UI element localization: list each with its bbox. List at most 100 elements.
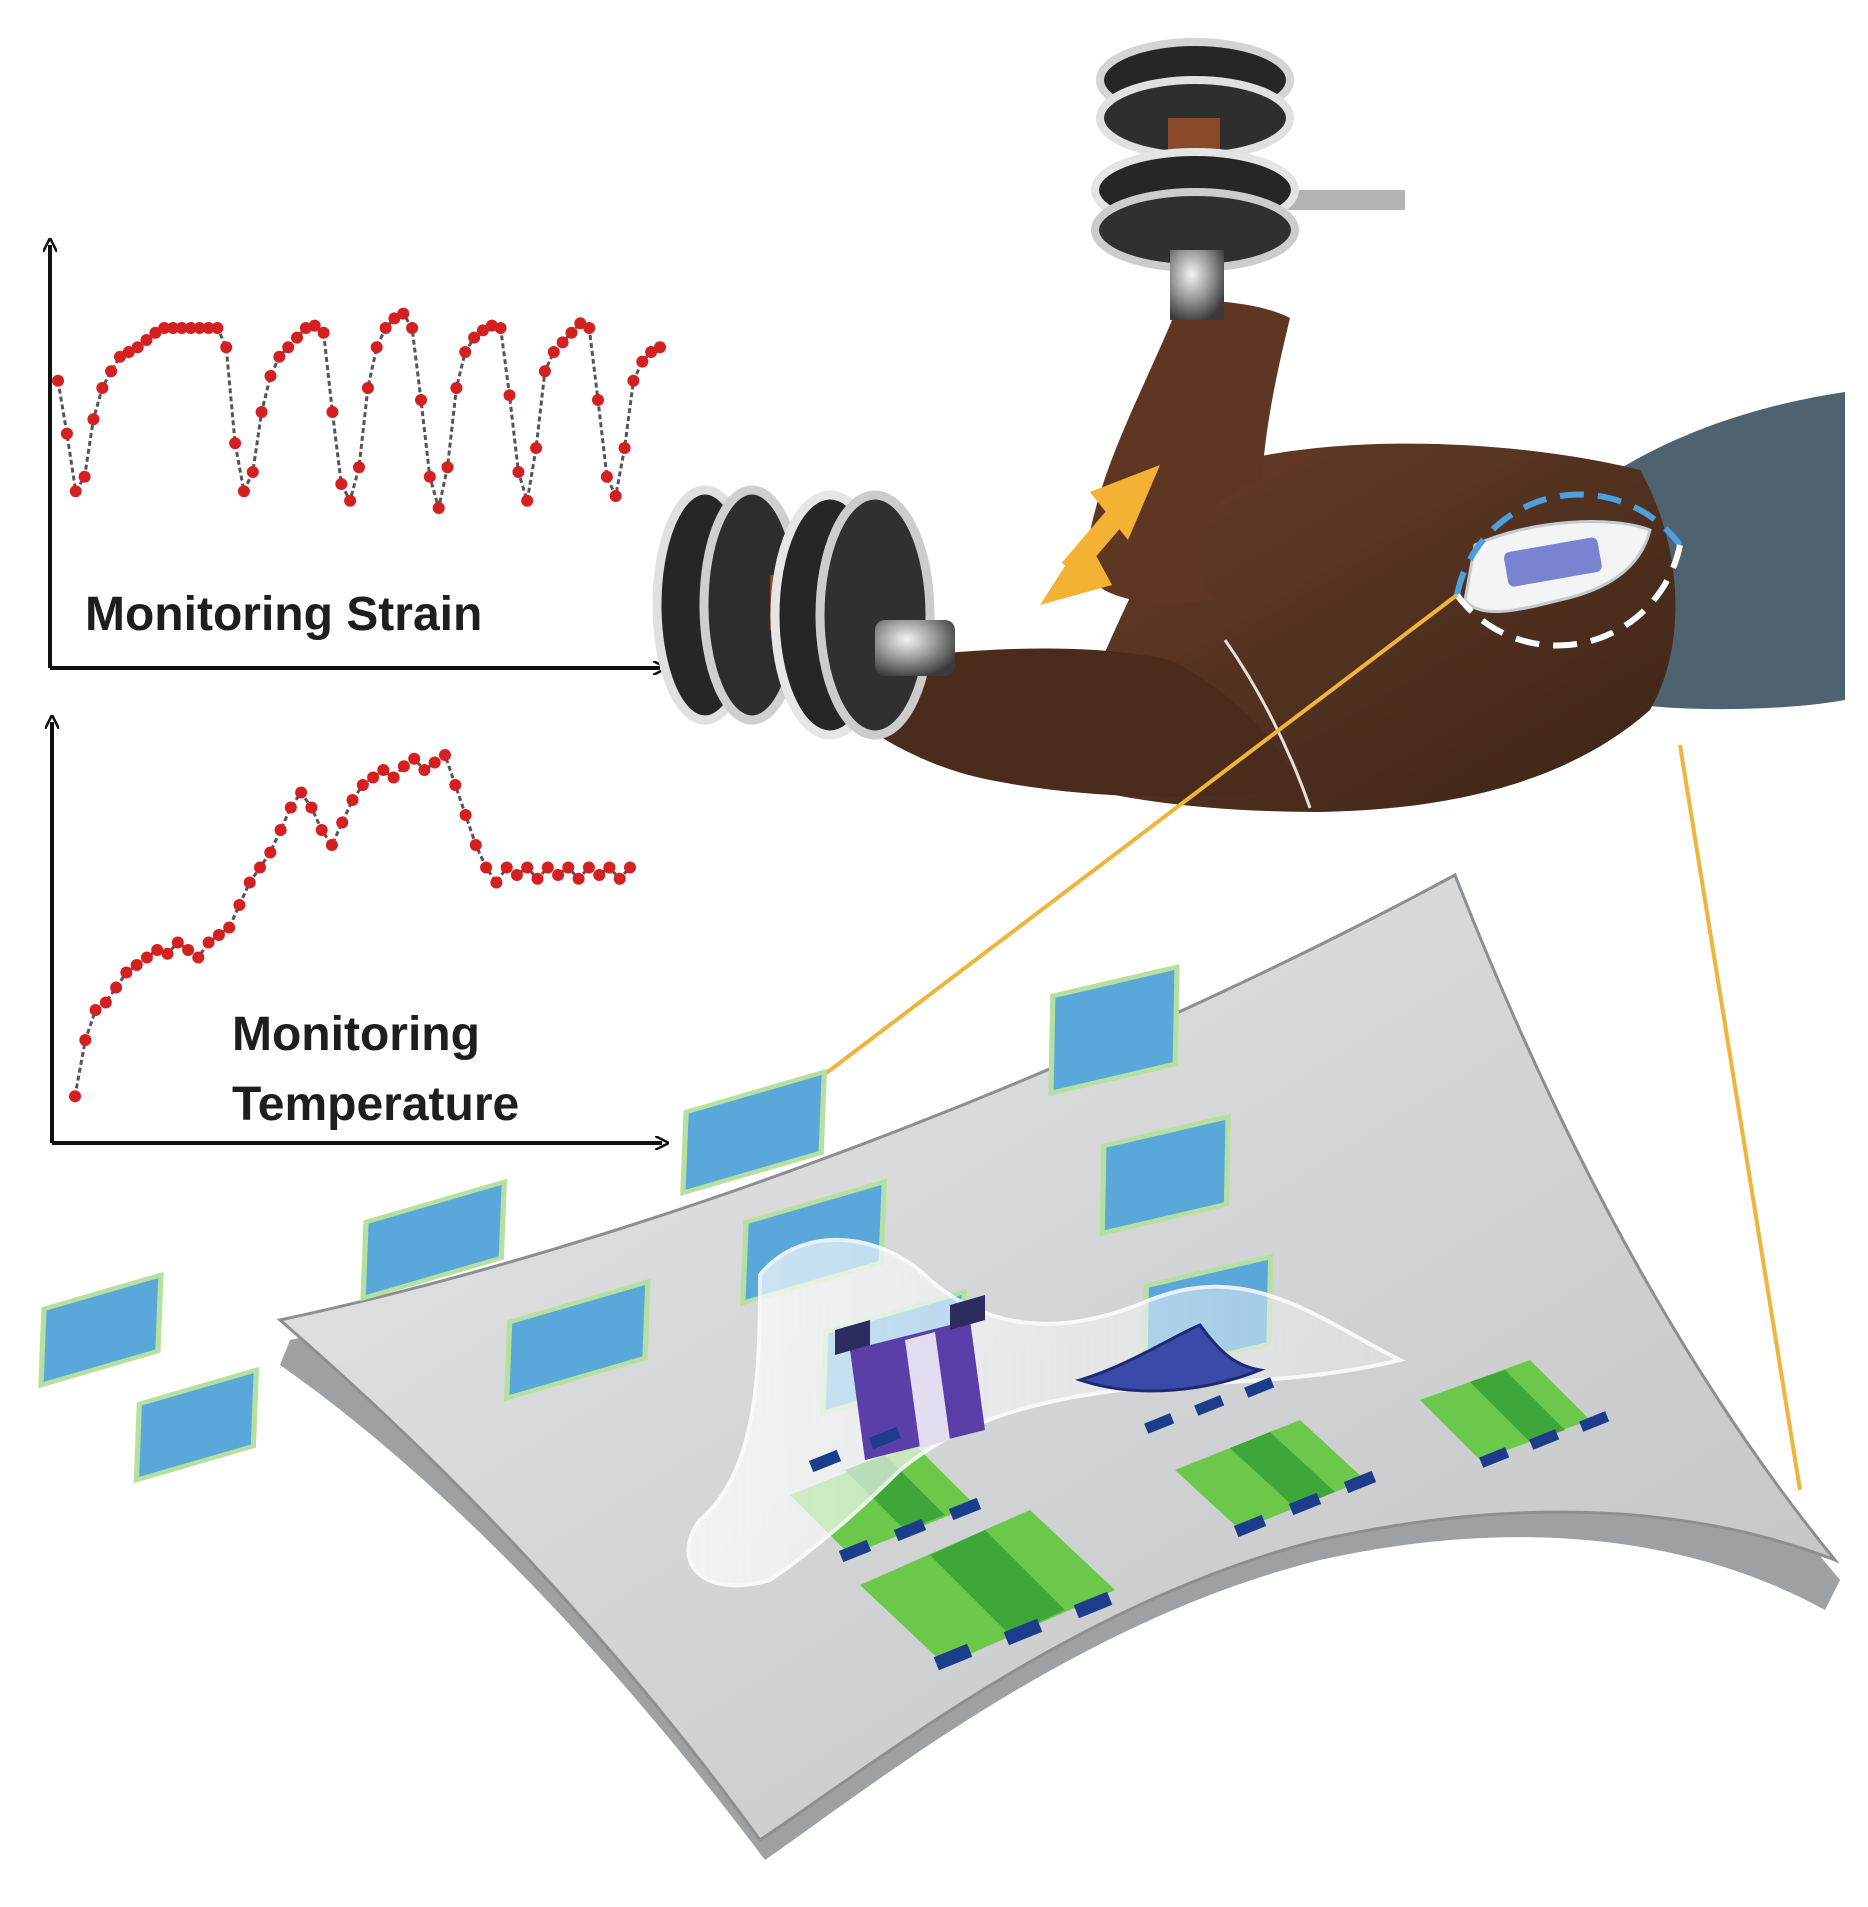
- strain-data-point: [556, 336, 569, 349]
- temperature-data-point: [120, 966, 133, 979]
- 3d-strain-sensor-structure: [808, 1295, 985, 1473]
- temperature-data-point: [274, 824, 287, 836]
- strain-data-point: [308, 319, 321, 332]
- strain-data-point: [361, 382, 374, 394]
- strain-label: Monitoring Strain: [85, 588, 482, 641]
- strain-data-point: [406, 322, 419, 334]
- temperature-data-point: [171, 936, 184, 949]
- strain-data-point: [494, 322, 507, 334]
- strain-sensor-unit: [38, 1271, 164, 1389]
- temperature-data-point: [562, 861, 575, 874]
- strain-data-point: [158, 322, 171, 334]
- strain-data-point: [476, 324, 489, 337]
- temperature-label-line2: Temperature: [232, 1078, 519, 1131]
- strain-data-point: [441, 461, 454, 474]
- temperature-plot-area: [69, 749, 636, 1103]
- strain-data-point: [96, 382, 109, 394]
- temperature-data-point: [613, 872, 626, 885]
- strain-data-point: [609, 490, 622, 502]
- temperature-sensor-array: [790, 1360, 1610, 1671]
- strain-data-point: [645, 346, 658, 358]
- 3d-strain-sensor-structure-flat: [1075, 1323, 1275, 1434]
- temperature-data-point: [582, 861, 595, 874]
- temperature-data-point: [151, 944, 164, 956]
- strain-data-point: [60, 427, 73, 440]
- temperature-data-point: [480, 861, 493, 874]
- strain-data-point: [317, 326, 330, 339]
- strain-data-point: [326, 406, 339, 418]
- temperature-data-point: [408, 752, 421, 765]
- dashed-circle-blue: [1454, 491, 1683, 596]
- temperature-data-point: [459, 809, 472, 821]
- temperature-data-point: [243, 876, 256, 889]
- temperature-data-point: [346, 794, 359, 806]
- temperature-data-point: [418, 764, 431, 776]
- callout-line-right: [1678, 744, 1802, 1491]
- strain-sensor-unit: [1099, 1113, 1231, 1237]
- flexible-sensor-sheet: [38, 872, 1840, 1860]
- temperature-data-point: [110, 981, 123, 994]
- strain-data-point: [149, 326, 162, 339]
- strain-data-point: [167, 322, 180, 334]
- temperature-data-point: [439, 749, 451, 761]
- raised-forearm: [1085, 300, 1290, 604]
- strain-data-point: [592, 394, 604, 406]
- strain-data-point: [627, 374, 640, 387]
- temperature-data-point: [315, 824, 328, 836]
- temperature-data-point: [192, 951, 205, 964]
- raised-dumbbell: [1091, 38, 1405, 320]
- strain-data-point: [211, 322, 224, 334]
- strain-data-point: [246, 466, 259, 478]
- strain-data-point: [282, 341, 295, 354]
- temperature-data-point: [449, 779, 462, 791]
- strain-data-point: [52, 374, 64, 387]
- strain-data-point: [397, 307, 410, 320]
- temperature-data-point: [469, 839, 482, 851]
- strain-sensor-unit: [503, 1278, 651, 1402]
- strain-data-point: [468, 331, 481, 344]
- strain-data-point: [353, 461, 365, 474]
- strain-data-point: [291, 331, 303, 344]
- temperature-data-point: [510, 869, 523, 881]
- temperature-data-point: [603, 861, 616, 874]
- temperature-data-point: [541, 861, 554, 874]
- strain-data-point: [264, 370, 277, 382]
- temperature-data-point: [521, 861, 534, 874]
- strain-data-point: [114, 350, 126, 363]
- temperature-data-point: [305, 801, 318, 814]
- temperature-data-point: [500, 861, 513, 874]
- strain-data-point: [122, 346, 135, 358]
- strain-data-point: [600, 470, 613, 483]
- temperature-data-point: [624, 861, 636, 874]
- temperature-sensor-unit: [1420, 1360, 1610, 1468]
- strain-data-point: [370, 341, 383, 354]
- strain-sensor-unit: [133, 1366, 260, 1484]
- strain-data-point: [69, 485, 82, 498]
- strain-plot-area: [52, 307, 666, 514]
- temperature-data-point: [99, 996, 112, 1009]
- strain-data-point: [273, 350, 286, 363]
- temperature-chart: Monitoring Temperature: [52, 722, 662, 1143]
- temperature-data-point: [552, 869, 565, 881]
- strain-data-point: [565, 326, 578, 339]
- strain-data-point: [379, 322, 392, 334]
- temperature-data-point: [202, 936, 215, 949]
- strain-data-point: [193, 322, 206, 334]
- strain-data-point: [618, 442, 631, 454]
- temperature-data-point: [490, 876, 503, 889]
- strain-data-point: [255, 406, 268, 418]
- temperature-data-point: [295, 786, 308, 799]
- strain-data-point: [140, 334, 153, 346]
- strain-data-point: [87, 413, 100, 426]
- motion-double-arrow-icon: [1040, 465, 1160, 605]
- strain-data-point: [538, 365, 551, 378]
- temperature-data-point: [531, 872, 544, 885]
- callout-line-left: [703, 593, 1459, 1167]
- temperature-data-point: [336, 816, 349, 829]
- temperature-data-point: [367, 771, 380, 784]
- strain-data-point: [229, 437, 242, 450]
- strain-data-point: [105, 365, 118, 378]
- temperature-data-point: [264, 846, 277, 859]
- temperature-data-point: [130, 959, 143, 971]
- strain-data-point: [432, 502, 445, 514]
